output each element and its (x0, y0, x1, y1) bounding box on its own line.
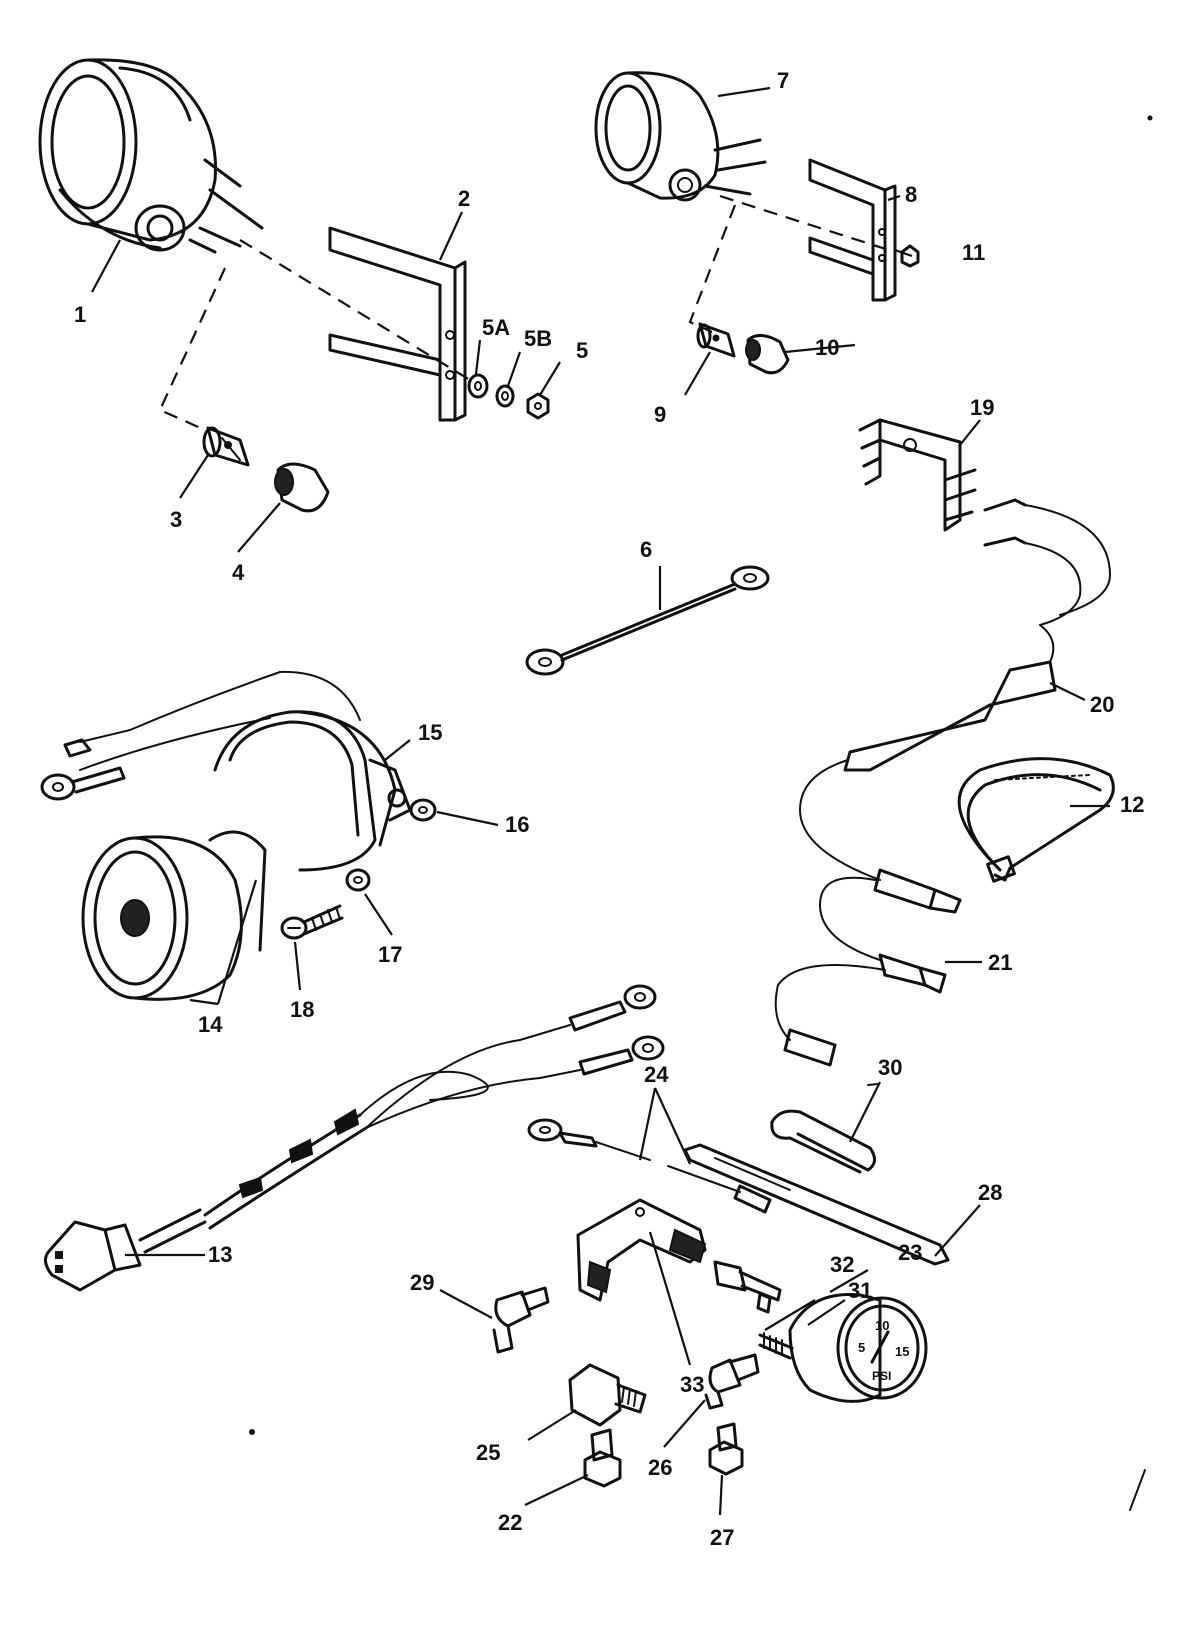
callout-3: 3 (170, 507, 182, 532)
leader-lines (91, 86, 1110, 1516)
bulb-10 (745, 334, 790, 375)
callout-26: 26 (648, 1455, 672, 1480)
callout-23: 23 (898, 1240, 922, 1265)
callout-9: 9 (654, 402, 666, 427)
callout-32: 32 (830, 1252, 854, 1277)
callout-21: 21 (988, 950, 1012, 975)
callout-6: 6 (640, 537, 652, 562)
washer-16 (409, 798, 437, 822)
fitting-27 (708, 1422, 744, 1476)
callout-10: 10 (815, 335, 839, 360)
callout-18: 18 (290, 997, 314, 1022)
callout-7: 7 (777, 68, 789, 93)
elbow-fitting-29 (492, 1286, 550, 1354)
callout-31: 31 (848, 1278, 872, 1303)
screw-18 (280, 904, 344, 940)
gauge-face-unit: PSI (872, 1369, 891, 1383)
hose-clamp-12 (957, 757, 1115, 883)
callout-4: 4 (232, 560, 245, 585)
callout-17: 17 (378, 942, 402, 967)
tee-fitting-25 (568, 1363, 647, 1427)
gauge-cup-14 (81, 830, 267, 1001)
callout-5a: 5A (482, 315, 510, 340)
wire-24 (527, 1118, 772, 1214)
elbow-fitting-26 (704, 1353, 760, 1410)
bracket-large (328, 226, 467, 422)
callout-20: 20 (1090, 692, 1114, 717)
callout-30: 30 (878, 1055, 902, 1080)
sender-32 (713, 1260, 782, 1314)
callout-8: 8 (905, 182, 917, 207)
gauge-face-tick-5: 5 (858, 1340, 865, 1355)
harness-13 (44, 984, 665, 1292)
bulb-socket-3 (202, 426, 250, 467)
lock-washer-5b (495, 384, 515, 408)
callout-1: 1 (74, 302, 86, 327)
callout-27: 27 (710, 1525, 734, 1550)
callout-24: 24 (644, 1062, 669, 1087)
fitting-22 (583, 1428, 622, 1488)
gauge-housing-15 (213, 710, 412, 872)
callout-5: 5 (576, 338, 588, 363)
assembly-line-stud-small (719, 194, 896, 254)
callout-labels: 1 2 3 4 5 5A 5B 6 7 8 9 10 11 12 13 14 1… (74, 68, 1144, 1550)
callout-5b: 5B (524, 326, 552, 351)
washer-17 (345, 868, 371, 892)
bulb-socket-9 (696, 322, 736, 358)
callout-19: 19 (970, 395, 994, 420)
scan-specks (249, 115, 1153, 1511)
bulb-4 (274, 462, 330, 513)
callout-22: 22 (498, 1510, 522, 1535)
pressure-gauge-23: 5 10 15 PSI (758, 1292, 928, 1403)
gauge-face-tick-10: 10 (875, 1318, 889, 1333)
callout-33: 33 (680, 1372, 704, 1397)
nut-5 (526, 392, 550, 420)
terminal-block-19 (858, 418, 977, 532)
nut-11 (900, 244, 920, 268)
gauge-face-tick-15: 15 (895, 1344, 909, 1359)
callout-29: 29 (410, 1270, 434, 1295)
callout-25: 25 (476, 1440, 500, 1465)
sleeve-30 (770, 1109, 876, 1174)
gauge-wires (40, 670, 361, 801)
callout-16: 16 (505, 812, 529, 837)
ground-strap-6 (525, 565, 770, 676)
probe-28 (683, 1143, 950, 1266)
gauge-large (38, 58, 264, 254)
callout-28: 28 (978, 1180, 1002, 1205)
gauge-small (594, 71, 767, 202)
mount-bracket-33 (576, 1198, 707, 1302)
harness-20 (798, 498, 1112, 881)
callout-13: 13 (208, 1242, 232, 1267)
assembly-line-socket (158, 267, 227, 432)
callout-14: 14 (198, 1012, 223, 1037)
assembly-line-socket-small (688, 204, 737, 334)
callout-2: 2 (458, 186, 470, 211)
connector-21 (774, 868, 962, 1067)
callout-15: 15 (418, 720, 442, 745)
washer-5a (467, 373, 489, 399)
callout-11: 11 (962, 240, 985, 265)
callout-12: 12 (1120, 792, 1144, 817)
bracket-small (808, 158, 897, 302)
